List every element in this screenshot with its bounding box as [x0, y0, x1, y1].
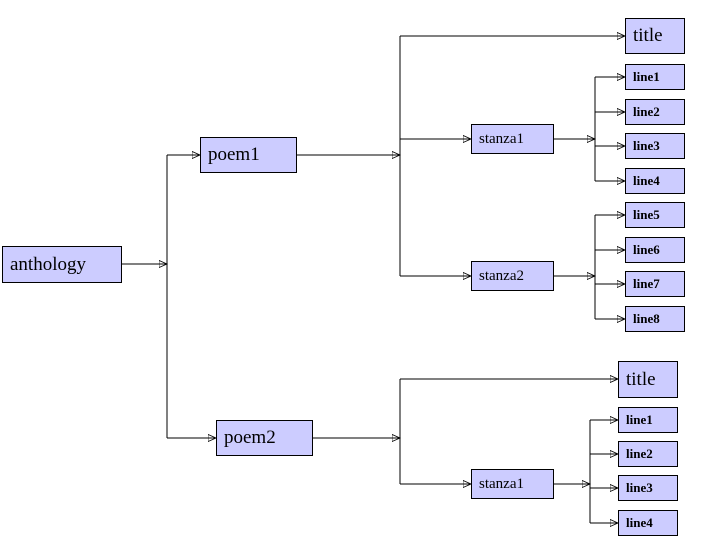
node-anthology: anthology: [2, 246, 122, 283]
node-poem2-stanza1-line1: line1: [618, 407, 678, 433]
node-poem1-stanza2: stanza2: [471, 261, 554, 291]
node-poem2-title: title: [618, 361, 678, 398]
node-poem2-stanza1: stanza1: [471, 469, 554, 499]
node-poem1-stanza1: stanza1: [471, 124, 554, 154]
node-poem2-stanza1-line4: line4: [618, 510, 678, 536]
node-poem2-stanza1-line2: line2: [618, 441, 678, 467]
node-poem1-stanza2-line5: line5: [625, 202, 685, 228]
node-poem1-stanza1-line2: line2: [625, 99, 685, 125]
node-poem1-stanza1-line1: line1: [625, 64, 685, 90]
node-poem1-stanza1-line3: line3: [625, 133, 685, 159]
node-poem1-stanza2-line8: line8: [625, 306, 685, 332]
node-poem1-stanza1-line4: line4: [625, 168, 685, 194]
node-poem2: poem2: [216, 420, 313, 456]
node-poem1-stanza2-line7: line7: [625, 271, 685, 297]
node-poem2-stanza1-line3: line3: [618, 475, 678, 501]
node-poem1-stanza2-line6: line6: [625, 237, 685, 263]
node-poem1-title: title: [625, 18, 685, 54]
node-poem1: poem1: [200, 137, 297, 173]
